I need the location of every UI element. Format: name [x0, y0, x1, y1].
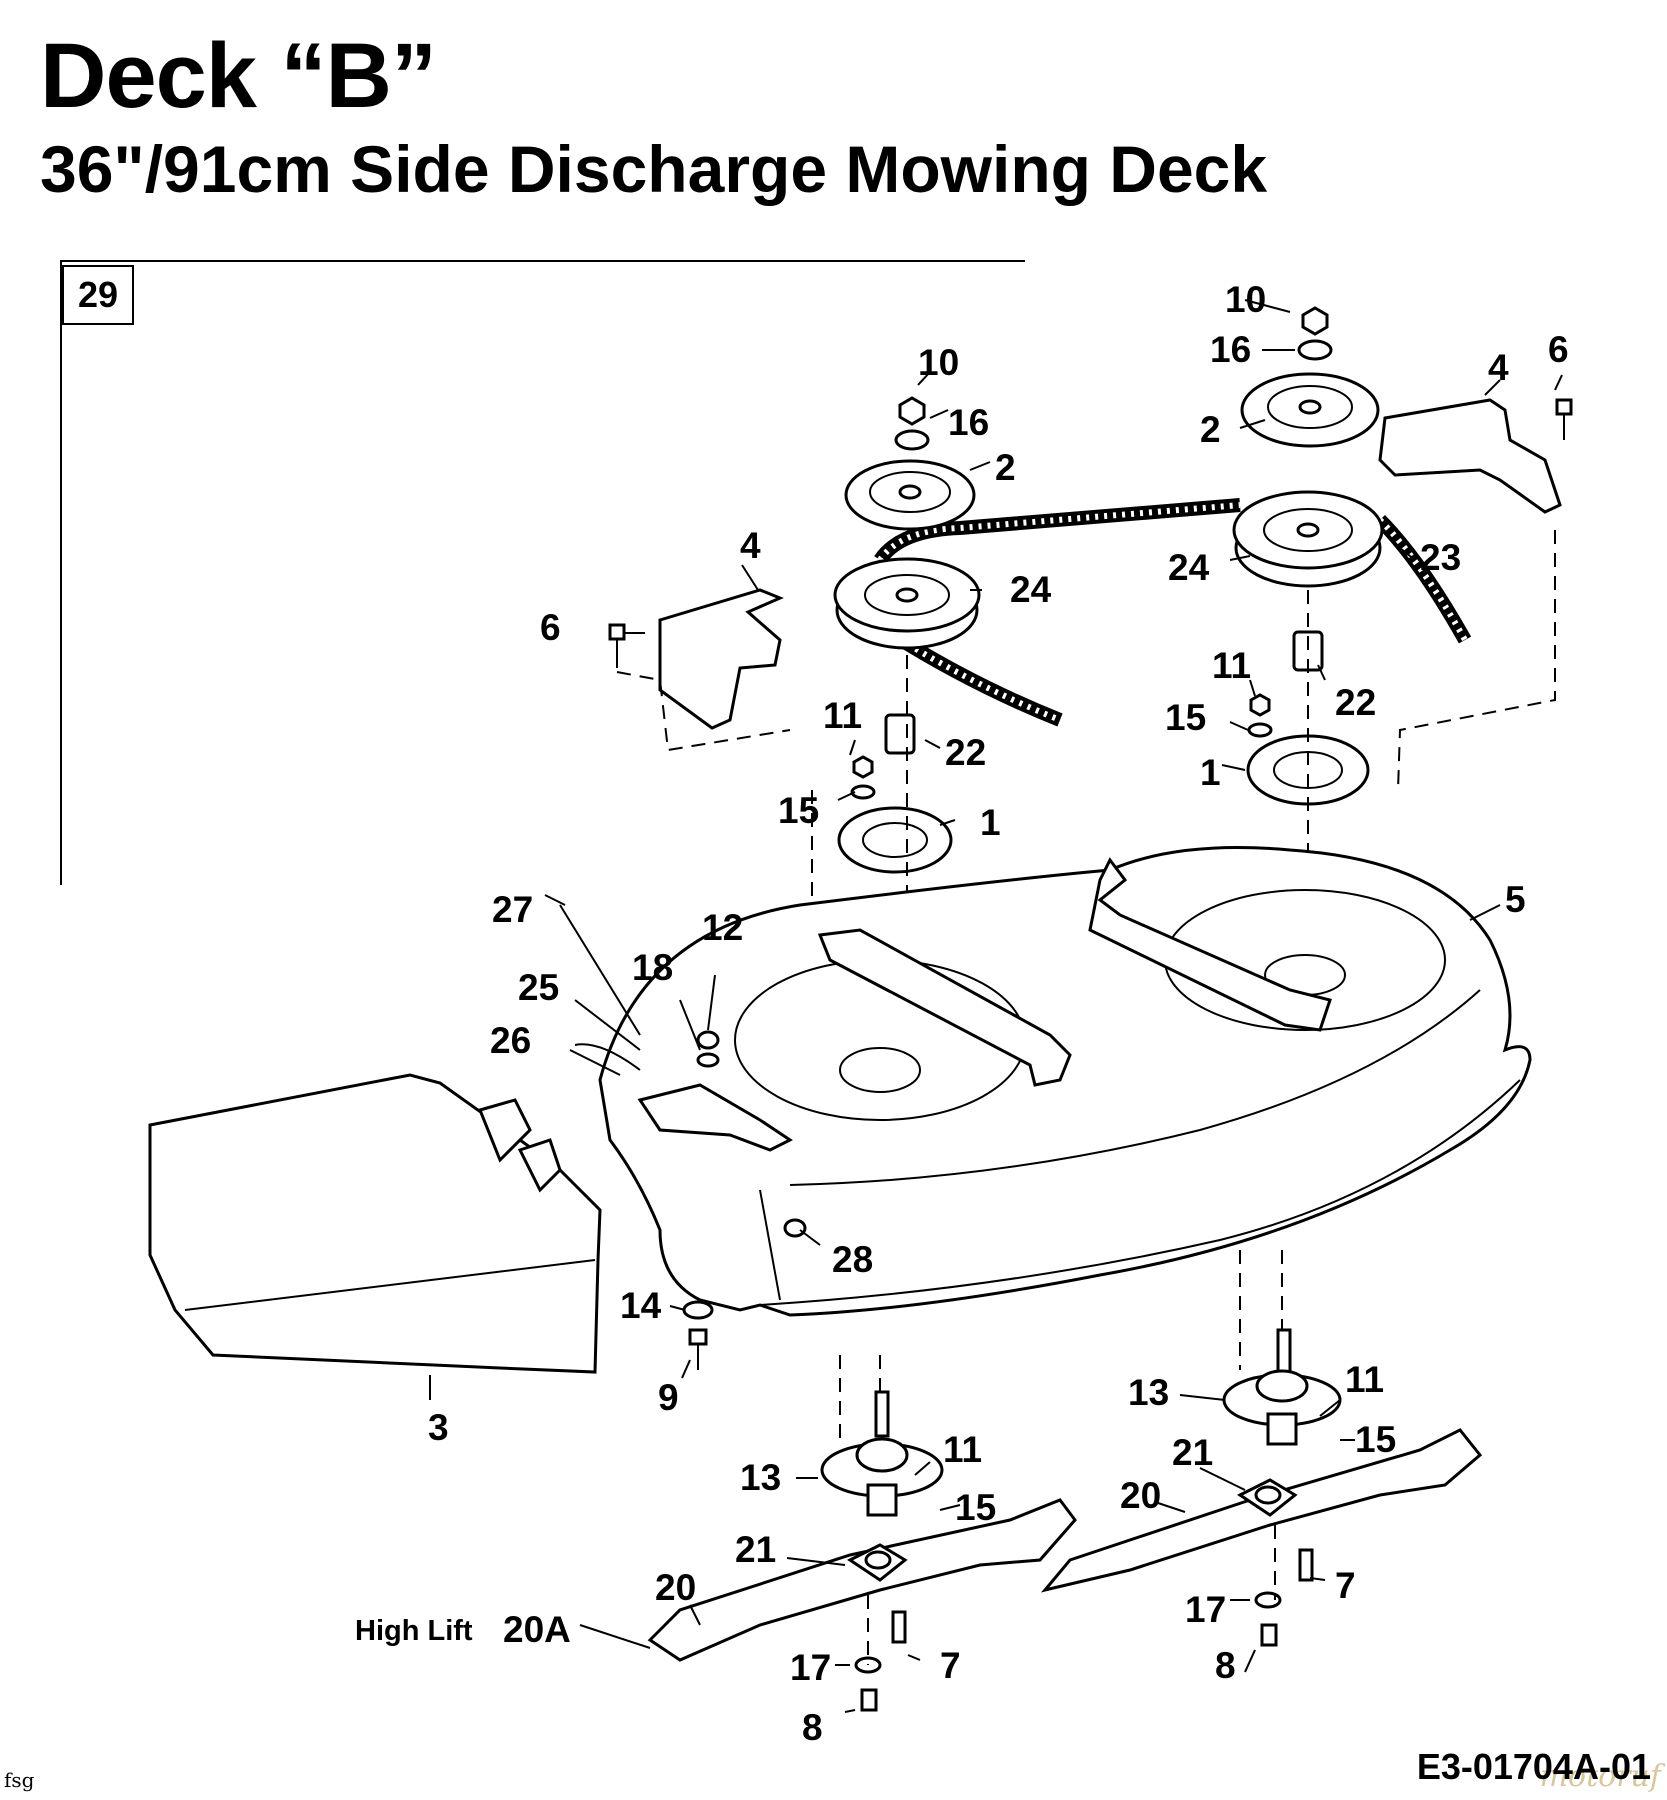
page-title: Deck “B” — [40, 25, 437, 127]
lower-bolt-set — [682, 1300, 714, 1370]
callout-16-left: 16 — [948, 402, 989, 443]
callout-24-right: 24 — [1168, 547, 1210, 588]
chute-hinge-assembly — [559, 904, 807, 1238]
callout-15-right: 15 — [1165, 697, 1206, 738]
callout-11-lower-left: 11 — [943, 1429, 982, 1470]
callout-16-right: 16 — [1210, 329, 1251, 370]
callout-22-left: 22 — [945, 732, 986, 773]
callout-2-right: 2 — [1200, 409, 1221, 450]
callout-8-left: 8 — [802, 1707, 823, 1748]
callout-4-left: 4 — [740, 525, 761, 566]
callout-13-left: 13 — [740, 1457, 781, 1498]
diagram-part-code: E3-01704A-01 — [1416, 1746, 1651, 1787]
callout-6-right: 6 — [1548, 329, 1569, 370]
discharge-chute — [148, 1073, 602, 1400]
right-spindle-blade — [1040, 1250, 1483, 1647]
callout-20-right: 20 — [1120, 1475, 1161, 1516]
callout-2-left: 2 — [995, 447, 1016, 488]
mowing-deck-housing — [598, 846, 1532, 1317]
callout-15-lower-right: 15 — [1355, 1419, 1396, 1460]
callout-22-right: 22 — [1335, 682, 1376, 723]
callout-8-right: 8 — [1215, 1645, 1236, 1686]
left-spindle-blade — [647, 1355, 1077, 1712]
high-lift-label: High Lift — [355, 1615, 473, 1647]
frame-label-box: 29 — [62, 265, 134, 325]
left-belt-guard — [608, 588, 791, 752]
callout-13-right: 13 — [1128, 1372, 1169, 1413]
callout-18: 18 — [632, 947, 673, 988]
callout-17-left: 17 — [790, 1647, 831, 1688]
corner-mark: fsg — [4, 1768, 35, 1792]
callout-9: 9 — [658, 1377, 679, 1418]
callout-7-left: 7 — [940, 1645, 961, 1686]
page-subtitle: 36"/91cm Side Discharge Mowing Deck — [40, 132, 1268, 206]
callout-23: 23 — [1420, 537, 1461, 578]
callout-12: 12 — [702, 907, 743, 948]
callout-15-lower-left: 15 — [955, 1487, 996, 1528]
callout-11-left: 11 — [823, 695, 862, 736]
callout-11-lower-right: 11 — [1345, 1359, 1384, 1400]
callout-1-right: 1 — [1200, 752, 1221, 793]
right-belt-guard — [1378, 398, 1573, 791]
left-pulley-stack — [811, 396, 981, 1090]
callout-20-left: 20 — [655, 1567, 696, 1608]
callout-14: 14 — [620, 1285, 662, 1326]
frame-left-line — [60, 260, 62, 885]
callout-7-right: 7 — [1335, 1565, 1356, 1606]
callout-15-left: 15 — [778, 790, 819, 831]
callout-25: 25 — [518, 967, 559, 1008]
callout-17-right: 17 — [1185, 1589, 1226, 1630]
callout-24-left: 24 — [1010, 569, 1052, 610]
callout-5: 5 — [1505, 879, 1526, 920]
callout-10-right: 10 — [1225, 279, 1266, 320]
callout-4-right: 4 — [1488, 347, 1509, 388]
watermark-logo: motoruf — [1539, 1759, 1661, 1794]
callout-11-right: 11 — [1212, 645, 1251, 686]
right-pulley-stack — [1232, 306, 1384, 1010]
callout-10-left: 10 — [918, 342, 959, 383]
callout-26: 26 — [490, 1020, 531, 1061]
callout-6-left: 6 — [540, 607, 561, 648]
callout-21-right: 21 — [1172, 1432, 1213, 1473]
callout-3: 3 — [428, 1407, 449, 1448]
leader-lines — [544, 299, 1563, 1713]
callout-28: 28 — [832, 1239, 873, 1280]
callout-labels: 10 16 2 4 6 24 11 22 15 1 10 16 2 4 6 24… — [355, 279, 1569, 1748]
callout-20a: 20A — [503, 1609, 571, 1650]
callout-21-left: 21 — [735, 1529, 776, 1570]
callout-27: 27 — [492, 889, 533, 930]
callout-1-left: 1 — [980, 802, 1001, 843]
frame-top-line — [60, 260, 1025, 262]
